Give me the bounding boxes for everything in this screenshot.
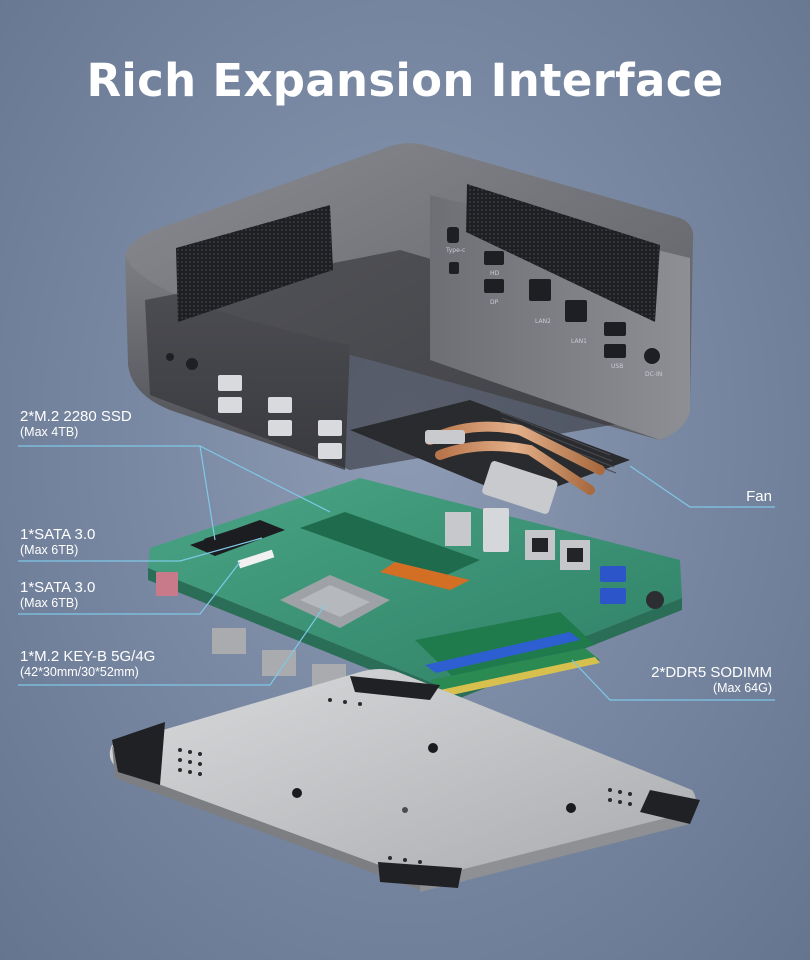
callout-m2-ssd-main: 2*M.2 2280 SSD <box>20 408 132 425</box>
callout-lines <box>18 445 775 701</box>
left-vent-mesh <box>176 205 333 322</box>
lan2-label: LAN2 <box>535 318 551 325</box>
usb-label: USB <box>611 363 623 370</box>
callout-sata-1-main: 1*SATA 3.0 <box>20 526 96 543</box>
callout-sata-1-sub: (Max 6TB) <box>20 543 79 558</box>
callout-fan: Fan <box>746 488 772 505</box>
callout-ddr5: 2*DDR5 SODIMM (Max 64G) <box>651 664 772 696</box>
callout-sata-1: 1*SATA 3.0 (Max 6TB) <box>20 526 95 558</box>
callout-sata-2-sub: (Max 6TB) <box>20 596 79 611</box>
bottom-plate <box>109 669 700 892</box>
motherboard <box>148 478 682 702</box>
callout-m2-ssd: 2*M.2 2280 SSD (Max 4TB) <box>20 408 132 440</box>
page-title: Rich Expansion Interface <box>86 54 724 107</box>
dp-label: DP <box>490 299 499 306</box>
callout-m2-keyb-sub: (42*30mm/30*52mm) <box>20 665 139 680</box>
typec-port <box>447 227 459 243</box>
lan1-label: LAN1 <box>571 338 587 345</box>
usb-port <box>604 322 626 336</box>
callout-ddr5-sub: (Max 64G) <box>712 681 772 696</box>
lan1-port <box>565 300 587 322</box>
callout-m2-ssd-sub: (Max 4TB) <box>20 425 79 440</box>
dcin-port <box>644 348 660 364</box>
displayport-port <box>484 279 504 293</box>
lan2-port <box>529 279 551 301</box>
hd-label: HD <box>490 270 500 277</box>
usb-port <box>604 344 626 358</box>
dcin-label: DC-IN <box>645 371 662 378</box>
chassis-cover: Type-c HD DP LAN2 LAN1 USB DC-IN <box>125 143 694 470</box>
callout-sata-2-main: 1*SATA 3.0 <box>20 579 96 596</box>
io-ports <box>447 227 660 364</box>
callout-ddr5-main: 2*DDR5 SODIMM <box>651 664 772 681</box>
fan-heatsink <box>350 400 630 514</box>
m2-ssd-module <box>300 512 480 578</box>
right-vent-mesh <box>466 184 660 322</box>
callout-fan-main: Fan <box>746 488 772 505</box>
callout-sata-2: 1*SATA 3.0 (Max 6TB) <box>20 579 95 611</box>
typec-label: Type-c <box>445 247 465 254</box>
hdmi-port <box>484 251 504 265</box>
callout-m2-keyb: 1*M.2 KEY-B 5G/4G (42*30mm/30*52mm) <box>20 648 155 680</box>
callout-m2-keyb-main: 1*M.2 KEY-B 5G/4G <box>20 648 156 665</box>
